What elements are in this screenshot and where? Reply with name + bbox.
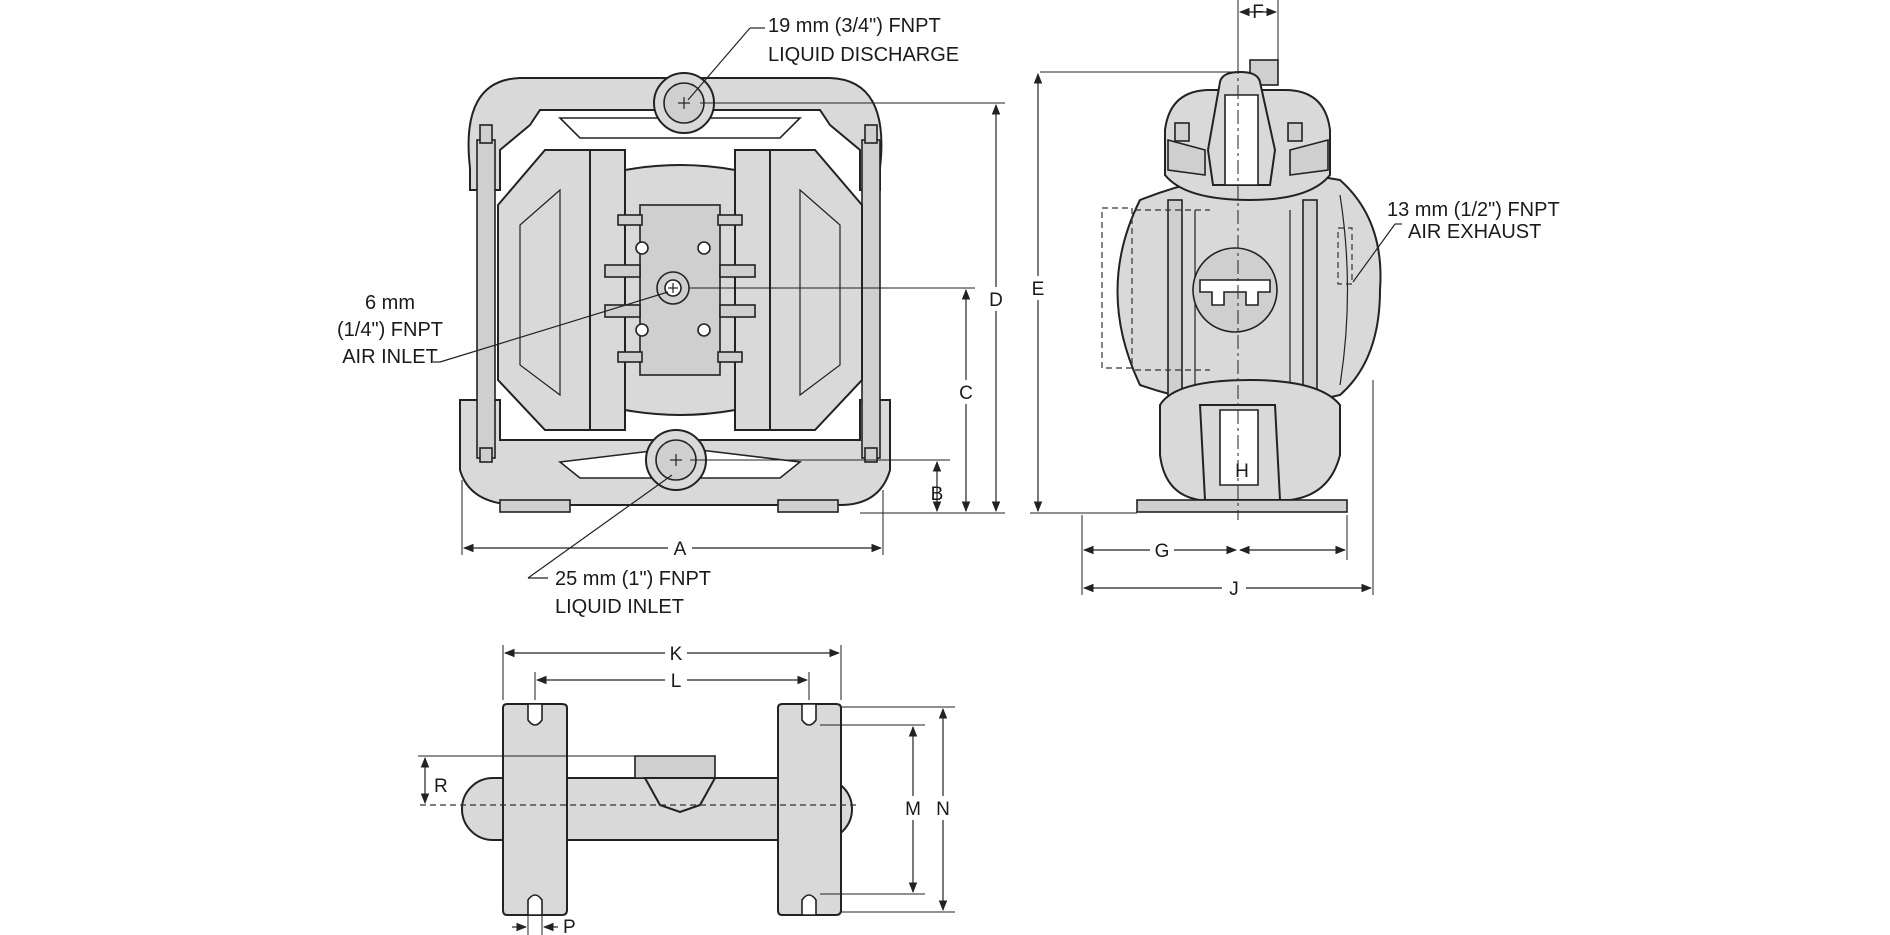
dim-e: E bbox=[1032, 279, 1045, 300]
dim-g: G bbox=[1155, 541, 1170, 562]
dim-b: B bbox=[931, 484, 944, 505]
callout-liquid-inlet-size: 25 mm (1") FNPT bbox=[555, 568, 711, 590]
callout-liquid-inlet-label: LIQUID INLET bbox=[555, 596, 684, 618]
dim-j: J bbox=[1229, 579, 1239, 600]
dim-h: H bbox=[1235, 461, 1249, 482]
dim-d: D bbox=[989, 290, 1003, 311]
dim-k: K bbox=[670, 644, 683, 665]
dim-f: F bbox=[1252, 2, 1264, 23]
dim-p: P bbox=[563, 917, 576, 935]
side-view-callouts: 13 mm (1/2") FNPT AIR EXHAUST bbox=[1352, 199, 1560, 283]
dim-r: R bbox=[434, 776, 448, 797]
dim-n: N bbox=[936, 799, 950, 820]
bottom-view-dimensions: K L M N P R bbox=[418, 641, 955, 935]
dim-a: A bbox=[674, 539, 687, 560]
side-view-dimensions: E F G H J bbox=[1027, 0, 1374, 600]
dim-c: C bbox=[959, 383, 973, 404]
callout-liquid-discharge-label: LIQUID DISCHARGE bbox=[768, 44, 959, 66]
callout-air-exhaust-label: AIR EXHAUST bbox=[1408, 221, 1541, 243]
side-view bbox=[1101, 59, 1382, 520]
callout-air-inlet-label: AIR INLET bbox=[342, 346, 438, 368]
front-view bbox=[459, 72, 891, 513]
callout-air-inlet-thread: (1/4") FNPT bbox=[337, 319, 443, 341]
callout-air-inlet-size: 6 mm bbox=[365, 292, 415, 314]
callout-air-exhaust-size: 13 mm (1/2") FNPT bbox=[1387, 199, 1560, 221]
front-view-dimensions: A B C D bbox=[461, 102, 1007, 560]
callout-liquid-discharge-size: 19 mm (3/4") FNPT bbox=[768, 15, 941, 37]
dim-m: M bbox=[905, 799, 921, 820]
front-view-callouts: 19 mm (3/4") FNPT LIQUID DISCHARGE 6 mm … bbox=[337, 15, 959, 618]
dim-l: L bbox=[671, 671, 682, 692]
bottom-view bbox=[420, 703, 860, 916]
